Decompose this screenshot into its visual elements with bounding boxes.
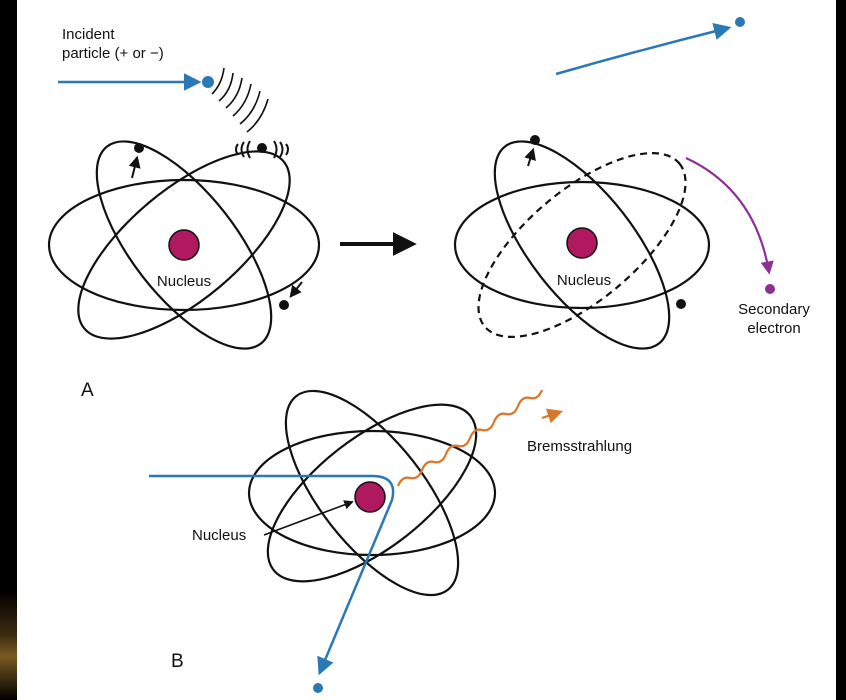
atom-left: Nucleus bbox=[47, 140, 321, 350]
electron-right-2 bbox=[676, 299, 686, 309]
atom-right: Nucleus bbox=[453, 135, 711, 350]
bremsstrahlung-label: Bremsstrahlung bbox=[527, 438, 632, 455]
nucleus-left bbox=[168, 229, 200, 261]
atom-bottom bbox=[247, 389, 497, 597]
nucleus-right bbox=[566, 227, 598, 259]
interaction-wave-lines bbox=[211, 67, 269, 133]
incident-label-line1: Incident bbox=[62, 26, 115, 43]
edge-glow bbox=[0, 590, 17, 700]
orbit-tilted-down bbox=[95, 140, 273, 350]
deflected-particle-dot bbox=[313, 683, 323, 693]
electron-left-1 bbox=[134, 143, 144, 153]
nucleus-label-right: Nucleus bbox=[557, 272, 611, 289]
orbit-tilted-up bbox=[77, 150, 291, 340]
nucleus-label-left: Nucleus bbox=[157, 273, 211, 290]
nucleus-label-bottom: Nucleus bbox=[192, 527, 246, 544]
deflected-particle-path bbox=[149, 474, 395, 676]
orbit-direction-arrow-2 bbox=[289, 281, 303, 298]
secondary-label-line1: Secondary bbox=[738, 301, 810, 318]
orbit-horizontal-right bbox=[453, 180, 711, 310]
bremsstrahlung-arrow bbox=[541, 408, 563, 424]
scattered-particle-dot bbox=[735, 17, 745, 27]
incident-label-line2: particle (+ or −) bbox=[62, 45, 164, 62]
electron-left-2 bbox=[257, 143, 267, 153]
secondary-electron-dot bbox=[765, 284, 775, 294]
electron-excitation-marks bbox=[235, 140, 289, 159]
orbit-horizontal bbox=[47, 178, 321, 312]
secondary-electron-path bbox=[685, 157, 774, 275]
orbit-direction-arrow-1 bbox=[128, 155, 141, 179]
orbit-direction-arrow-3 bbox=[524, 147, 536, 167]
incident-particle bbox=[58, 67, 269, 133]
nucleus-bottom bbox=[354, 481, 386, 513]
nucleus-pointer-arrow bbox=[263, 500, 354, 536]
panel-a-label: A bbox=[81, 380, 94, 401]
electron-left-3 bbox=[279, 300, 289, 310]
bremsstrahlung-wave bbox=[396, 389, 544, 487]
scattered-particle-path bbox=[555, 22, 732, 76]
orbit-tilted-right bbox=[493, 140, 671, 350]
orbit-dashed-vacated bbox=[477, 152, 687, 338]
diagram-panel bbox=[17, 0, 836, 700]
incident-particle-dot bbox=[202, 76, 214, 88]
secondary-label-line2: electron bbox=[747, 320, 800, 337]
orbit-tilted-up-bottom bbox=[266, 403, 478, 583]
orbit-horizontal-bottom bbox=[247, 429, 497, 557]
panel-b-label: B bbox=[171, 651, 184, 672]
orbit-tilted-down-bottom bbox=[284, 389, 460, 597]
electron-right-1 bbox=[530, 135, 540, 145]
